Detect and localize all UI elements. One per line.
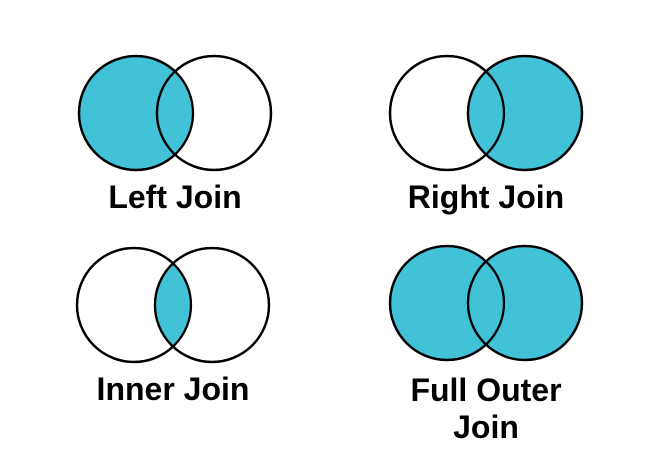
venn-label-full-outer-join: Full Outer Join [371,372,601,446]
left-circle-outline [388,54,506,172]
venn-diagram-right-join [388,54,584,172]
left-circle-outline [388,244,506,362]
venn-label-inner-join: Inner Join [58,371,288,408]
intersection-lens [154,263,192,347]
intersection-lens [467,261,505,345]
venn-label-right-join: Right Join [371,179,601,216]
left-circle-outline [77,54,195,172]
venn-diagram-full-outer-join [388,244,584,362]
venn-label-left-join: Left Join [60,179,290,216]
venn-diagram-left-join [77,54,273,172]
venn-cell-inner-join: Inner Join [58,220,288,408]
label-line: Full Outer [410,372,562,408]
right-circle-outline [153,246,271,364]
right-circle-outline [466,54,584,172]
right-circle-outline [155,54,273,172]
intersection-lens [156,71,194,155]
venn-cell-right-join: Right Join [371,28,601,216]
label-line: Join [453,409,519,445]
label-line: Right Join [407,179,565,215]
label-line: Left Join [108,179,242,215]
right-circle-outline [466,244,584,362]
left-circle-outline [75,246,193,364]
label-line: Inner Join [96,371,250,407]
venn-cell-left-join: Left Join [60,28,290,216]
venn-cell-full-outer-join: Full Outer Join [371,218,601,446]
intersection-lens [467,71,505,155]
venn-diagram-inner-join [75,246,271,364]
